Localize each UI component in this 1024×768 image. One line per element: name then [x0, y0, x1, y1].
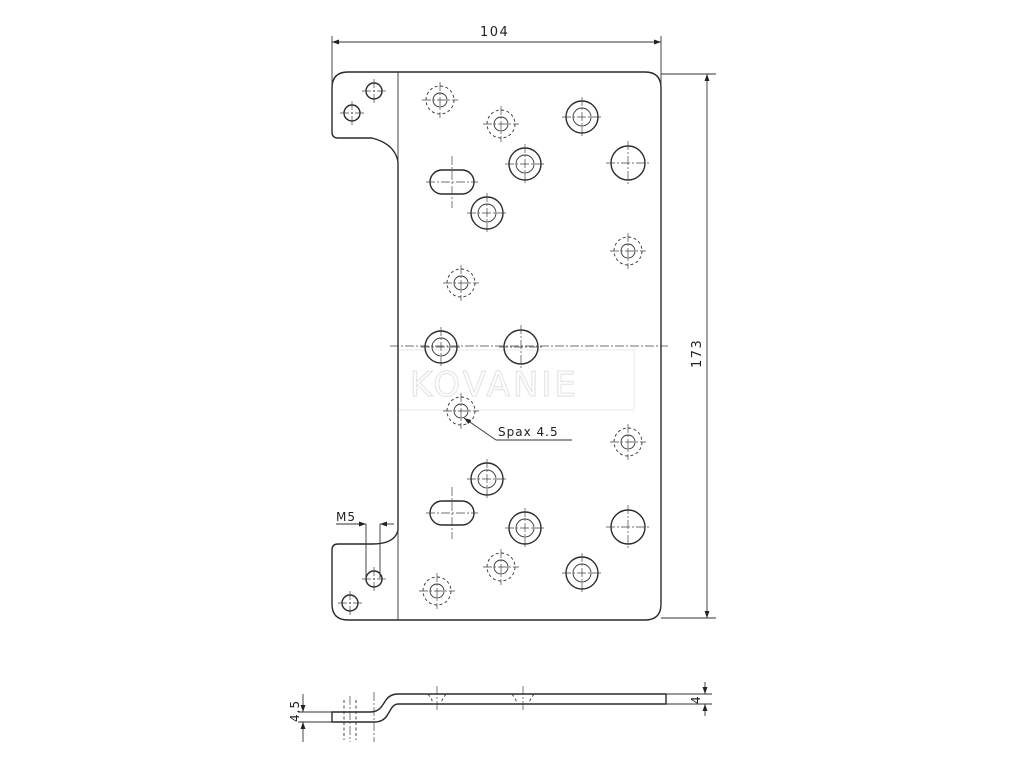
thickness-dimension-label: 4,5	[288, 700, 302, 722]
plate-outline	[331, 71, 662, 621]
watermark-logo: KOVANIE	[397, 349, 635, 411]
side-view: 4,5 4	[288, 682, 712, 742]
watermark-text: KOVANIE	[410, 365, 579, 405]
height-dimension-label: 173	[690, 339, 705, 368]
width-dimension-label: 104	[480, 25, 509, 40]
m5-callout: M5	[336, 510, 394, 578]
plate-thickness-label: 4	[689, 695, 703, 704]
width-dimension: 104	[331, 25, 662, 86]
spax-callout-label: Spax 4.5	[498, 425, 559, 439]
spax-callout: Spax 4.5	[463, 417, 572, 441]
m5-callout-label: M5	[336, 510, 356, 524]
height-dimension: 173	[661, 73, 716, 619]
holes-group	[338, 79, 650, 615]
